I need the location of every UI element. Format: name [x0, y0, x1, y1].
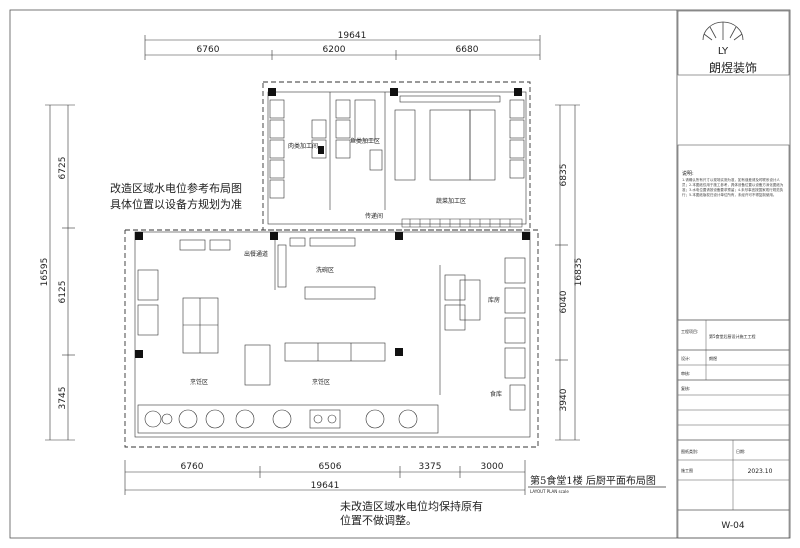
tb-row-4-label: 日期: — [736, 448, 745, 454]
tb-row-0-value: 第5食堂后厨设计施工工程 — [709, 333, 756, 339]
note-bottom-line1: 未改造区域水电位均保持原有 — [340, 499, 483, 513]
logo-emblem: LY — [702, 21, 744, 57]
zone-cook2: 烹饪区 — [312, 378, 330, 386]
bottom-dim-3: 3375 — [419, 462, 442, 472]
right-dim-1: 6835 — [559, 164, 569, 187]
tb-row-3-label: 复核: — [681, 385, 690, 391]
tb-row-1-value: 朗煜 — [709, 355, 717, 361]
tb-date: 2023.10 — [748, 468, 773, 475]
top-total-dim: 19641 — [338, 31, 367, 41]
zone-veg: 蔬菜加工区 — [436, 197, 466, 205]
zone-corridor: 传递间 — [365, 212, 383, 220]
columns-upper — [268, 88, 522, 154]
top-dim-3: 6680 — [456, 45, 479, 55]
stove-burners — [144, 409, 418, 429]
upper-processing-room — [267, 91, 527, 225]
lower-kitchen-room — [134, 231, 531, 438]
note-bottom-line2: 位置不做调整。 — [340, 513, 417, 527]
logo-text: 朗煜装饰 — [709, 61, 757, 75]
zone-dry: 食库 — [490, 390, 502, 398]
notes-body: 1.请确认所有尺寸以现场实测为准，如有误差请及时联系设计人员；2.本图纸仅用于施… — [682, 178, 784, 197]
top-dim-1: 6760 — [197, 45, 220, 55]
tb-row-2-label: 审核: — [681, 370, 690, 376]
drawing-scale: LAYOUT PLAN scale — [530, 489, 569, 494]
left-dim-2: 6125 — [58, 281, 68, 304]
renovation-area-outline — [124, 81, 539, 448]
title-block: LY 朗煜装饰 说明: 1.请确认所有尺寸以现场实测为准，如有误差请及时联系设计… — [677, 10, 790, 539]
note-top-line2: 具体位置以设备方规划为准 — [110, 197, 242, 211]
tb-row-1-label: 设计: — [681, 355, 690, 361]
top-dimensions — [144, 35, 541, 60]
notes-heading: 说明: — [682, 170, 694, 177]
zone-cook1: 烹饪区 — [190, 378, 208, 386]
left-total-dim: 16595 — [40, 258, 50, 287]
bottom-dim-2: 6506 — [319, 462, 342, 472]
sink-strip — [401, 218, 523, 228]
right-dim-2: 6040 — [559, 290, 569, 313]
zone-store: 库房 — [488, 296, 500, 304]
right-total-dim: 16835 — [574, 258, 584, 287]
left-dim-1: 6725 — [58, 157, 68, 180]
drawing-title: 第5食堂1楼 后厨平面布局图 — [530, 474, 656, 487]
right-dimensions — [555, 104, 580, 441]
zone-serve: 出餐通道 — [244, 250, 268, 258]
columns-lower — [135, 232, 530, 358]
top-dim-2: 6200 — [323, 45, 346, 55]
note-top-line1: 改造区域水电位参考布局图 — [110, 181, 242, 195]
tb-row-5-value: 施工图 — [681, 467, 693, 473]
bottom-dimensions — [124, 460, 526, 495]
tb-row-5-label: 图纸类别: — [681, 448, 698, 454]
left-dim-3: 3745 — [58, 387, 68, 410]
zone-meat2: 鱼类加工区 — [350, 137, 380, 145]
right-dim-3: 3940 — [559, 388, 569, 411]
tb-page-no: W-04 — [721, 521, 745, 531]
left-dimensions — [45, 104, 75, 441]
bottom-dim-4: 3000 — [481, 462, 504, 472]
bottom-dim-1: 6760 — [181, 462, 204, 472]
bottom-total-dim: 19641 — [311, 481, 340, 491]
zone-wash: 洗碗区 — [316, 266, 334, 274]
zone-meat1: 肉类加工间 — [288, 142, 318, 150]
svg-text:LY: LY — [718, 46, 729, 57]
tb-row-0-label: 工程项目: — [681, 328, 698, 334]
